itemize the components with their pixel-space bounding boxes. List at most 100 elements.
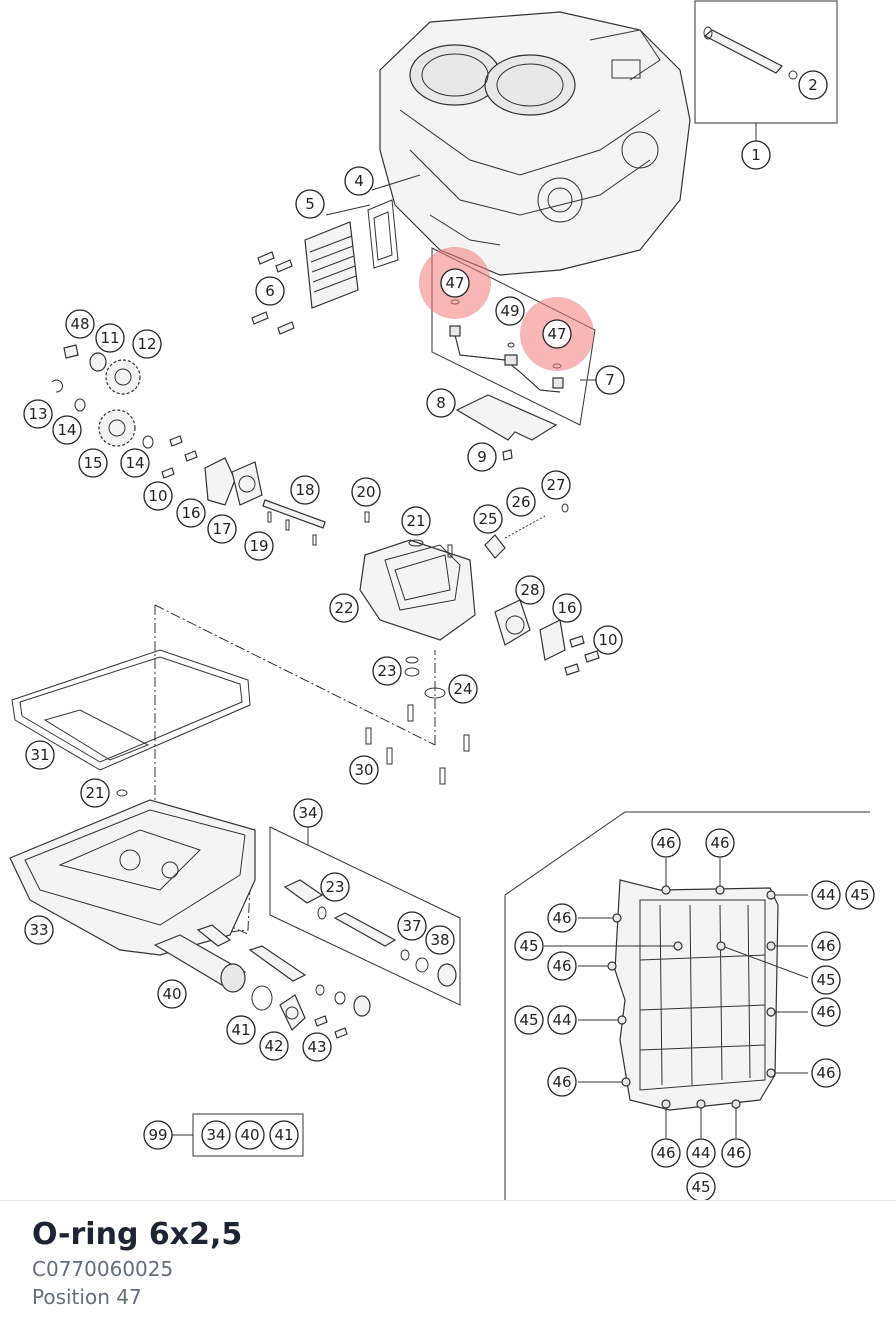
callout-19[interactable]: 19 xyxy=(244,531,274,561)
callout-6[interactable]: 6 xyxy=(255,276,285,306)
callout-24[interactable]: 24 xyxy=(448,674,478,704)
svg-text:45: 45 xyxy=(519,1011,538,1029)
callout-40-kit[interactable]: 40 xyxy=(235,1120,265,1150)
svg-text:46: 46 xyxy=(816,1064,835,1082)
callout-30[interactable]: 30 xyxy=(349,755,379,785)
callout-34[interactable]: 34 xyxy=(293,798,323,828)
callout-46-right-b[interactable]: 46 xyxy=(811,997,841,1027)
callout-11[interactable]: 11 xyxy=(95,323,125,353)
svg-text:45: 45 xyxy=(691,1178,710,1196)
callout-46-left-b[interactable]: 46 xyxy=(547,951,577,981)
callout-41[interactable]: 41 xyxy=(226,1015,256,1045)
callout-45-right[interactable]: 45 xyxy=(811,965,841,995)
callout-45-bottom[interactable]: 45 xyxy=(686,1172,716,1200)
callout-41-kit[interactable]: 41 xyxy=(269,1120,299,1150)
callout-44-top-right[interactable]: 44 xyxy=(811,880,841,910)
cover-plate xyxy=(455,394,558,461)
callout-47-left[interactable]: 47 xyxy=(440,268,470,298)
callout-15[interactable]: 15 xyxy=(78,448,108,478)
callout-43[interactable]: 43 xyxy=(302,1032,332,1062)
svg-text:34: 34 xyxy=(298,804,317,822)
svg-text:46: 46 xyxy=(552,1073,571,1091)
callout-27[interactable]: 27 xyxy=(541,470,571,500)
callout-10-left[interactable]: 10 xyxy=(143,481,173,511)
svg-text:5: 5 xyxy=(305,195,315,213)
callout-12[interactable]: 12 xyxy=(132,329,162,359)
callout-46-bottom-b[interactable]: 46 xyxy=(721,1138,751,1168)
svg-text:7: 7 xyxy=(605,371,615,389)
callout-46-left-a[interactable]: 46 xyxy=(547,903,577,933)
svg-text:44: 44 xyxy=(691,1144,710,1162)
callout-46-right-a[interactable]: 46 xyxy=(811,931,841,961)
callout-46-right-c[interactable]: 46 xyxy=(811,1058,841,1088)
svg-text:42: 42 xyxy=(264,1037,283,1055)
callout-45-top-right[interactable]: 45 xyxy=(845,880,875,910)
callout-47-right[interactable]: 47 xyxy=(542,319,572,349)
svg-text:41: 41 xyxy=(231,1021,250,1039)
svg-text:14: 14 xyxy=(57,421,76,439)
callout-44-left[interactable]: 44 xyxy=(547,1005,577,1035)
callout-46-left-c[interactable]: 46 xyxy=(547,1067,577,1097)
svg-text:40: 40 xyxy=(240,1126,259,1144)
svg-text:46: 46 xyxy=(816,1003,835,1021)
callout-99[interactable]: 99 xyxy=(143,1120,173,1150)
svg-text:4: 4 xyxy=(354,172,364,190)
svg-text:22: 22 xyxy=(334,599,353,617)
kit-box xyxy=(172,1113,304,1157)
callout-45-left-upper[interactable]: 45 xyxy=(514,931,544,961)
callout-25[interactable]: 25 xyxy=(473,504,503,534)
callout-2[interactable]: 2 xyxy=(798,70,828,100)
callout-16-left[interactable]: 16 xyxy=(176,498,206,528)
callout-1[interactable]: 1 xyxy=(741,140,771,170)
svg-text:47: 47 xyxy=(445,274,464,292)
svg-text:44: 44 xyxy=(552,1011,571,1029)
callout-46-top-a[interactable]: 46 xyxy=(651,828,681,858)
callout-45-left-lower[interactable]: 45 xyxy=(514,1005,544,1035)
callout-22[interactable]: 22 xyxy=(329,593,359,623)
svg-text:46: 46 xyxy=(656,1144,675,1162)
callout-42[interactable]: 42 xyxy=(259,1031,289,1061)
callout-8[interactable]: 8 xyxy=(426,388,456,418)
callout-18[interactable]: 18 xyxy=(290,475,320,505)
callout-49[interactable]: 49 xyxy=(495,296,525,326)
callout-16-right[interactable]: 16 xyxy=(552,593,582,623)
svg-text:16: 16 xyxy=(181,504,200,522)
callout-9[interactable]: 9 xyxy=(467,442,497,472)
callout-21-lower[interactable]: 21 xyxy=(80,778,110,808)
callout-17[interactable]: 17 xyxy=(207,514,237,544)
callout-48[interactable]: 48 xyxy=(65,309,95,339)
callout-21-top[interactable]: 21 xyxy=(401,506,431,536)
callout-5[interactable]: 5 xyxy=(295,189,325,219)
callout-37[interactable]: 37 xyxy=(397,911,427,941)
svg-text:48: 48 xyxy=(70,315,89,333)
callout-40[interactable]: 40 xyxy=(157,979,187,1009)
svg-text:21: 21 xyxy=(406,512,425,530)
svg-text:99: 99 xyxy=(148,1126,167,1144)
svg-text:46: 46 xyxy=(552,909,571,927)
svg-text:34: 34 xyxy=(206,1126,225,1144)
callout-46-top-b[interactable]: 46 xyxy=(705,828,735,858)
svg-text:2: 2 xyxy=(808,76,818,94)
svg-text:20: 20 xyxy=(356,483,375,501)
callout-46-bottom-a[interactable]: 46 xyxy=(651,1138,681,1168)
callout-14-left[interactable]: 14 xyxy=(52,415,82,445)
callout-13[interactable]: 13 xyxy=(23,399,53,429)
callout-4[interactable]: 4 xyxy=(344,166,374,196)
callout-44-bottom[interactable]: 44 xyxy=(686,1138,716,1168)
callout-38[interactable]: 38 xyxy=(425,925,455,955)
oil-pan-gasket xyxy=(11,649,251,771)
svg-text:45: 45 xyxy=(519,937,538,955)
callout-28[interactable]: 28 xyxy=(515,575,545,605)
part-number: C0770060025 xyxy=(32,1257,174,1281)
callout-34-kit[interactable]: 34 xyxy=(201,1120,231,1150)
callout-7[interactable]: 7 xyxy=(595,365,625,395)
callout-26[interactable]: 26 xyxy=(506,487,536,517)
callout-33[interactable]: 33 xyxy=(24,915,54,945)
callout-14-right[interactable]: 14 xyxy=(120,448,150,478)
callout-23-lower[interactable]: 23 xyxy=(320,872,350,902)
part-1-box xyxy=(694,0,838,143)
callout-20[interactable]: 20 xyxy=(351,477,381,507)
callout-10-right[interactable]: 10 xyxy=(593,625,623,655)
callout-31[interactable]: 31 xyxy=(25,740,55,770)
callout-23-top[interactable]: 23 xyxy=(372,656,402,686)
